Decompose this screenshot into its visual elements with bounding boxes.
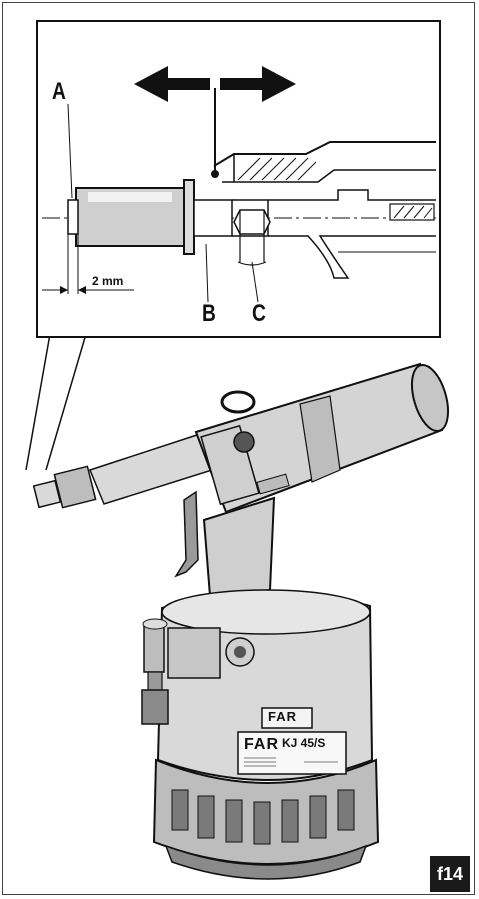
detail-callout: A 2 mm B C — [36, 20, 441, 338]
label-c: C — [252, 300, 266, 327]
figure-number-badge: f14 — [430, 856, 470, 892]
plate-fine-print — [244, 757, 338, 767]
cylinder-highlight — [88, 192, 172, 202]
tool-handle — [174, 490, 276, 598]
tool-head — [194, 362, 450, 514]
dimension-label: 2 mm — [92, 274, 124, 288]
label-b: B — [202, 300, 216, 327]
housing-hatch — [237, 157, 317, 181]
model-name: KJ 45/S — [282, 736, 326, 750]
model-plate — [237, 731, 347, 775]
tool-nozzle — [32, 433, 213, 509]
double-arrow-left-right-icon — [134, 66, 296, 178]
air-connector — [141, 618, 255, 725]
nozzle-detail-drawing — [42, 66, 436, 303]
trigger-lever — [174, 490, 199, 578]
label-a: A — [52, 78, 66, 105]
brand-plate-small — [261, 707, 313, 729]
brand-logo: FAR — [244, 736, 279, 753]
brand-logo-small: FAR — [268, 709, 297, 724]
